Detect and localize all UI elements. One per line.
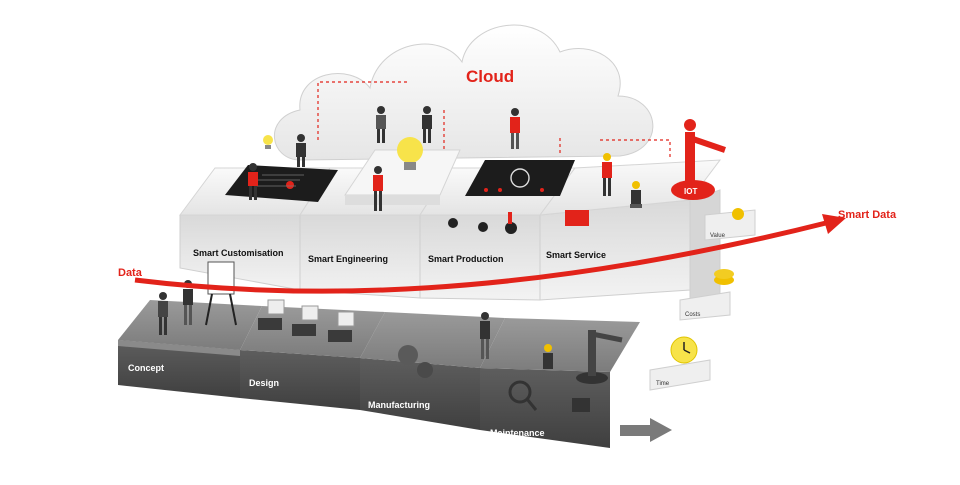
cloud: [273, 24, 654, 161]
person-icon: [248, 163, 258, 200]
lower-labels: Concept Design Manufacturing Maintenance: [128, 363, 545, 438]
tile-label-smart-customisation: Smart Customisation: [193, 248, 284, 258]
person-icon: [376, 106, 386, 143]
tile-label-smart-production: Smart Production: [428, 254, 504, 264]
gear-icon: [398, 345, 433, 378]
person-icon: [480, 312, 490, 359]
tile-label-design: Design: [249, 378, 279, 388]
person-icon: [158, 292, 168, 335]
person-icon: [296, 134, 306, 167]
tile-label-concept: Concept: [128, 363, 164, 373]
tile-label-manufacturing: Manufacturing: [368, 400, 430, 410]
upper-labels: Smart Customisation Smart Engineering Sm…: [193, 248, 606, 264]
tool-box-icon: [572, 398, 590, 412]
robot-label: IOT: [684, 187, 697, 196]
production-controls: [448, 212, 517, 234]
design-desks: [258, 299, 355, 342]
side-panel-value: [704, 208, 756, 241]
production-screen: [465, 160, 575, 196]
person-icon: [602, 153, 612, 196]
tile-label-smart-service: Smart Service: [546, 250, 606, 260]
magnifier-icon: [508, 380, 538, 411]
exit-arrow: [620, 418, 672, 442]
side-panel-costs: [679, 269, 734, 321]
side-panel-time: [649, 336, 711, 391]
cloud-label: Cloud: [466, 67, 514, 86]
tile-label-maintenance: Maintenance: [490, 428, 545, 438]
data-label: Data: [118, 267, 143, 279]
side-label-time: Time: [656, 381, 670, 387]
person-icon: [422, 106, 432, 143]
iot-robot: [671, 119, 726, 200]
tile-label-smart-engineering: Smart Engineering: [308, 254, 388, 264]
person-icon: [543, 344, 553, 369]
small-lightbulb-icon: [263, 135, 273, 149]
lightbulb-icon: [397, 137, 423, 170]
person-icon: [510, 108, 520, 149]
people-upper: [248, 106, 642, 211]
side-label-value: Value: [710, 233, 726, 239]
lower-platform: [118, 300, 640, 448]
person-icon: [630, 181, 642, 208]
smart-data-label: Smart Data: [838, 209, 897, 221]
cloud-connectors: [317, 81, 671, 160]
toolbox-icon: [565, 210, 589, 226]
person-icon: [373, 166, 383, 211]
side-label-costs: Costs: [685, 312, 700, 318]
people-lower: [158, 280, 553, 369]
data-flow-arrow: [134, 214, 846, 294]
maintenance-robot: [576, 330, 623, 384]
